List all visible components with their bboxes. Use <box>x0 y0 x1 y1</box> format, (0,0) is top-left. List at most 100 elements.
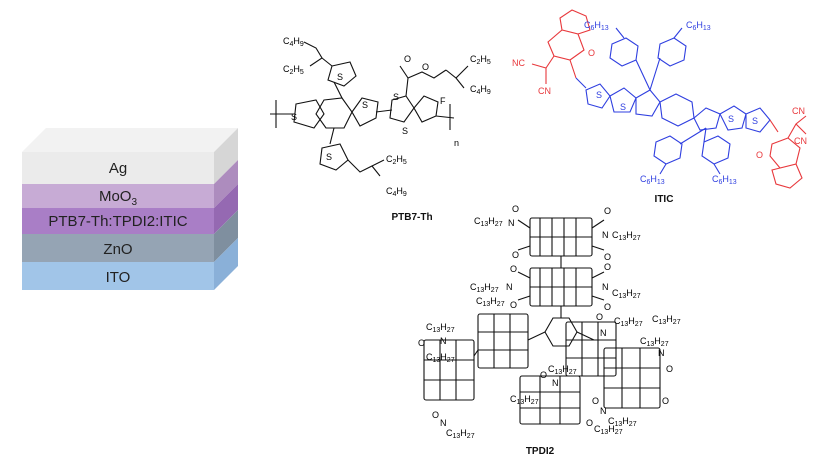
tpdi2-labels: C13H27 N O O O N C13H27 O C13H27 N O O N… <box>418 204 681 440</box>
tpdi2-n-9: N <box>440 418 447 428</box>
tpdi2-pdi-bottom-core <box>519 375 581 425</box>
layer-ag-top <box>22 128 238 152</box>
tpdi2-o-9: O <box>418 338 425 348</box>
tpdi2-o-8: O <box>604 302 611 312</box>
tpdi2-pdi-left <box>423 313 546 401</box>
layer-zno-front <box>22 234 214 262</box>
tpdi2-n-4: N <box>602 282 609 292</box>
ptb7th-bdt-right-thiophene <box>351 97 379 127</box>
tpdi2-c13h27-10: C13H27 <box>640 336 669 348</box>
layer-zno: ZnO <box>22 210 238 262</box>
itic-aryl-top-left <box>609 37 639 67</box>
tpdi2-o-5: O <box>510 264 517 274</box>
ptb7th-s-top: S <box>337 72 343 82</box>
ptb7th-end-bracket-left <box>270 100 294 128</box>
tpdi2-o-15: O <box>662 396 669 406</box>
tpdi2-pdi-right-core1 <box>565 321 617 377</box>
tpdi2-pdi-right-core2 <box>603 347 661 409</box>
tpdi2-c13h27-13: C13H27 <box>446 428 475 440</box>
ptb7th-thiophene-top <box>327 61 357 87</box>
layer-ag-label: Ag <box>109 160 127 177</box>
tpdi2-o-1: O <box>512 204 519 214</box>
tpdi2-pdi-left-rings2 <box>424 340 474 400</box>
layer-ito: ITO <box>22 238 238 290</box>
layer-moo3-label-main: MoO <box>99 188 132 205</box>
tpdi2-pdi-bottom-rings <box>520 376 580 424</box>
itic-aryl-bottom-links <box>659 127 721 175</box>
tpdi2-pdi-left-core1 <box>477 313 529 369</box>
itic-nc-left: NC <box>512 58 525 68</box>
tpdi2-o-16: O <box>586 418 593 428</box>
tpdi2-pdi-mid <box>517 267 605 307</box>
tpdi2-o-6: O <box>510 300 517 310</box>
layer-active-side <box>214 184 238 234</box>
itic-vinyl-left <box>575 77 587 89</box>
itic-vinyl-right <box>769 119 779 133</box>
tpdi2-c13h27-6: C13H27 <box>426 322 455 334</box>
itic-cn-right-top: CN <box>792 106 805 116</box>
ptb7th-bdt-benzene <box>315 97 353 129</box>
ptb7th-s-left: S <box>291 112 297 122</box>
layer-ito-side <box>214 238 238 290</box>
tpdi2-n-2: N <box>602 230 609 240</box>
ptb7th-c4h9-right: C4H9 <box>470 84 491 96</box>
ptb7th-s-right: S <box>362 100 368 110</box>
layer-zno-side <box>214 210 238 262</box>
tpdi2-n-5: N <box>440 336 447 346</box>
tpdi2-pdi-right-rings2 <box>604 348 660 408</box>
device-stack: Ag MoO3 PTB7-Th:TPDI2:ITIC ZnO ITO <box>22 128 238 290</box>
tpdi2-link-left-inner <box>473 349 479 357</box>
layer-ag-side <box>214 128 238 184</box>
tpdi2-n-1: N <box>508 218 515 228</box>
itic-acceptor-left-dcv <box>531 55 577 84</box>
tpdi2-n-6: N <box>600 328 607 338</box>
ptb7th-s-tt2: S <box>402 126 408 136</box>
tpdi2-c13h27-5: C13H27 <box>476 296 505 308</box>
tpdi2-c13h27-12: C13H27 <box>510 394 539 406</box>
itic-core-five1 <box>635 89 661 117</box>
itic-caption: ITIC <box>655 194 674 205</box>
layer-ito-label: ITO <box>106 269 131 286</box>
tpdi2-pdi-bottom <box>519 375 581 425</box>
itic-core-thiophene3 <box>719 105 747 131</box>
itic-core-benzene <box>659 93 695 127</box>
tpdi2-link-left <box>527 331 546 341</box>
ptb7th-c2h5-right: C2H5 <box>470 54 491 66</box>
ptb7th-bond-bottom-link <box>329 127 335 145</box>
ptb7th-thiophene-bottom <box>319 143 349 171</box>
tpdi2-n-8: N <box>552 378 559 388</box>
itic-cn-left: CN <box>538 86 551 96</box>
itic-core-five2 <box>693 107 721 131</box>
ptb7th-bond-bdt-tt <box>375 109 393 113</box>
itic-structure: O NC CN S S S S C6H13 C6H13 C6H13 C6H13 … <box>512 9 807 205</box>
itic-o-right: O <box>756 150 763 160</box>
tpdi2-o-4: O <box>604 252 611 262</box>
layer-moo3-front <box>22 184 214 208</box>
tpdi2-n-7: N <box>658 348 665 358</box>
layer-zno-label: ZnO <box>103 241 132 258</box>
itic-c6h13-bottom-right: C6H13 <box>712 174 737 186</box>
itic-c6h13-bottom-left: C6H13 <box>640 174 665 186</box>
ptb7th-bond-top-link <box>333 81 343 99</box>
ptb7th-s-tt1: S <box>393 92 399 102</box>
ptb7th-tt-ring1 <box>389 95 415 123</box>
ptb7th-ester <box>399 65 447 97</box>
itic-core-thiophene4 <box>745 107 771 133</box>
tpdi2-n-3: N <box>506 282 513 292</box>
ptb7th-o-carbonyl: O <box>404 54 411 64</box>
ptb7th-chain-top <box>303 41 333 67</box>
itic-cn-right-bottom: CN <box>794 136 807 146</box>
tpdi2-o-2: O <box>512 250 519 260</box>
ptb7th-structure: C4H9 C2H5 S S S S S F n O O C2H5 C4H9 <box>270 36 491 223</box>
tpdi2-pdi-top <box>517 217 605 257</box>
ptb7th-end-bracket-right <box>435 104 455 130</box>
tpdi2-pdi-top-imides <box>517 219 605 251</box>
layer-moo3-label-sub: 3 <box>131 197 137 208</box>
tpdi2-o-11: O <box>666 364 673 374</box>
ptb7th-chain-bottom <box>347 159 385 177</box>
layer-active: PTB7-Th:TPDI2:ITIC <box>22 184 238 234</box>
tpdi2-pdi-top-rings <box>530 218 592 256</box>
layer-ag-front <box>22 152 214 184</box>
tpdi2-o-14: O <box>592 396 599 406</box>
layer-moo3-label: MoO3 <box>99 188 138 208</box>
